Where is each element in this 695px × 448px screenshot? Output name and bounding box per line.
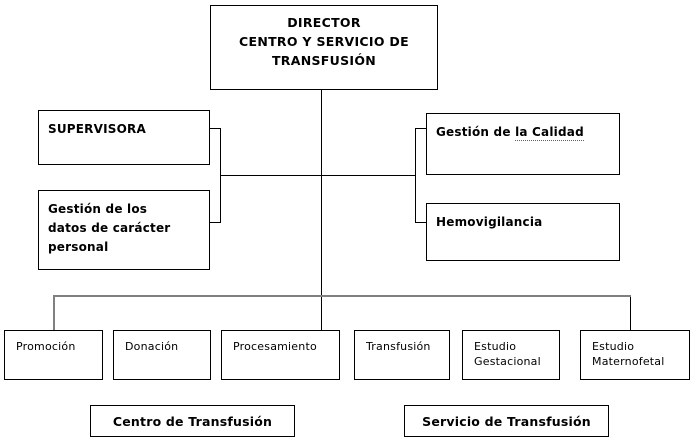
node-gestion-calidad-label: Gestión de la Calidad (436, 123, 613, 142)
node-footer-centro-transfusion[interactable]: Centro de Transfusión (90, 405, 295, 437)
connector-right-calidad (415, 128, 427, 129)
connector-right-bracket-vertical (415, 128, 416, 223)
node-footer-servicio-transfusion[interactable]: Servicio de Transfusión (404, 405, 609, 437)
node-supervisora[interactable]: SUPERVISORA (38, 110, 210, 165)
node-unit-procesamiento[interactable]: Procesamiento (221, 330, 340, 380)
node-director-label: DIRECTOR CENTRO Y SERVICIO DE TRANSFUSIÓ… (239, 15, 409, 68)
node-gestion-calidad[interactable]: Gestión de la Calidad (426, 113, 620, 175)
node-unit-estudio-gestacional-label: Estudio Gestacional (474, 340, 541, 368)
connector-left-stub-horizontal (220, 175, 322, 176)
connector-left-bracket-vertical (220, 128, 221, 223)
connector-left-datos (210, 222, 221, 223)
node-supervisora-label: SUPERVISORA (48, 122, 146, 136)
node-unit-donacion-label: Donación (125, 340, 179, 353)
node-hemovigilancia-label: Hemovigilancia (436, 215, 543, 229)
connector-unit-bus-drop-left (53, 295, 55, 331)
node-gestion-calidad-label-prefix: Gestión de (436, 125, 516, 139)
node-unit-transfusion-label: Transfusión (366, 340, 431, 353)
node-director[interactable]: DIRECTOR CENTRO Y SERVICIO DE TRANSFUSIÓ… (210, 5, 438, 90)
node-unit-promocion-label: Promoción (16, 340, 76, 353)
connector-right-stub-horizontal (321, 175, 416, 176)
node-unit-procesamiento-label: Procesamiento (233, 340, 317, 353)
node-unit-transfusion[interactable]: Transfusión (354, 330, 450, 380)
node-unit-estudio-maternofetal[interactable]: Estudio Maternofetal (580, 330, 690, 380)
node-hemovigilancia[interactable]: Hemovigilancia (426, 203, 620, 261)
node-footer-servicio-transfusion-label: Servicio de Transfusión (422, 414, 591, 429)
connector-spine-vertical (321, 90, 322, 330)
node-unit-promocion[interactable]: Promoción (4, 330, 103, 380)
node-unit-donacion[interactable]: Donación (113, 330, 211, 380)
node-gestion-datos-personales[interactable]: Gestión de los datos de carácter persona… (38, 190, 210, 270)
node-unit-estudio-gestacional[interactable]: Estudio Gestacional (462, 330, 560, 380)
connector-unit-bus-horizontal (53, 295, 631, 297)
node-unit-estudio-maternofetal-label: Estudio Maternofetal (592, 340, 665, 368)
connector-unit-bus-drop-right (630, 295, 631, 331)
node-gestion-datos-personales-label: Gestión de los datos de carácter persona… (48, 202, 171, 254)
connector-right-hemovigilancia (415, 222, 427, 223)
node-footer-centro-transfusion-label: Centro de Transfusión (112, 414, 273, 429)
connector-left-supervisora (210, 128, 221, 129)
node-gestion-calidad-label-underlined: la Calidad (515, 125, 584, 141)
